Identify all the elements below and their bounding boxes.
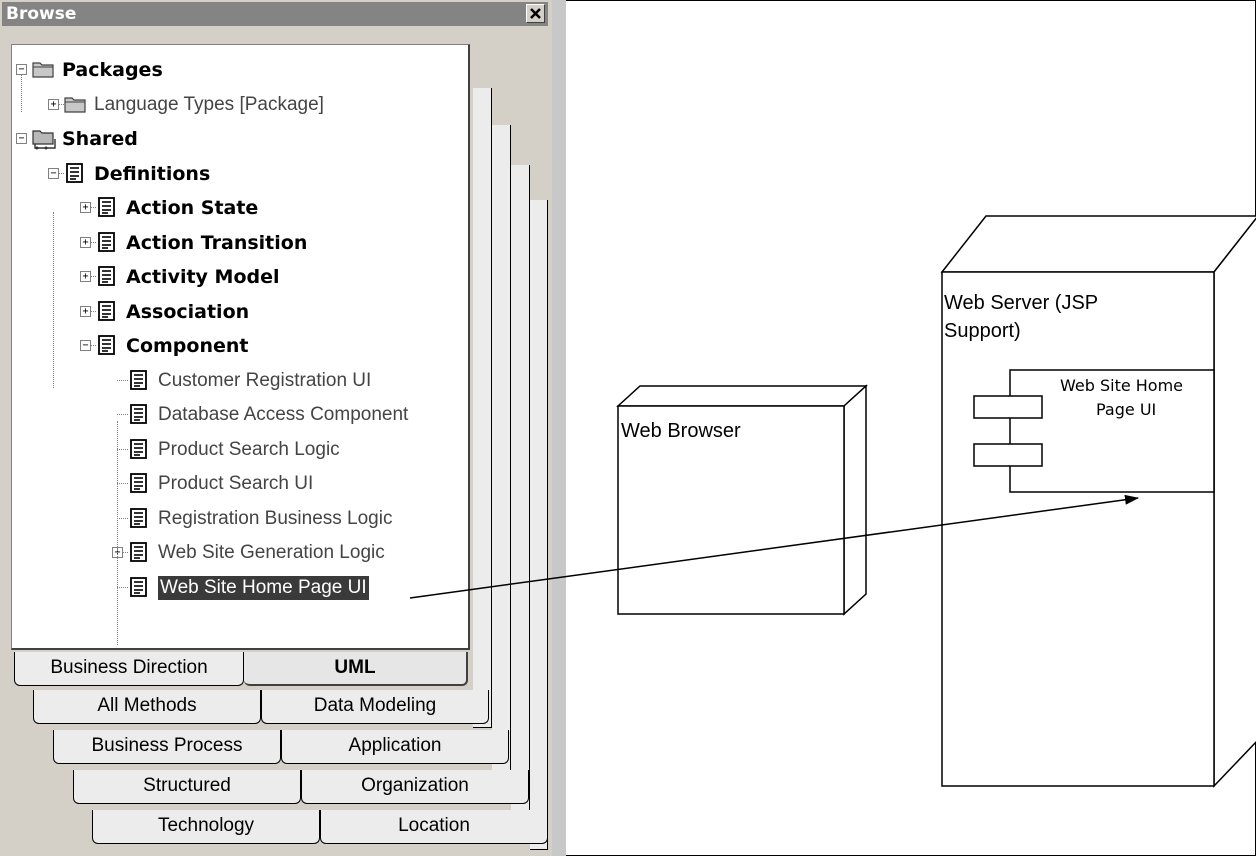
component-label-line2: Page UI (1096, 400, 1157, 419)
tree-item[interactable]: Database Access Component (12, 398, 467, 432)
tree-item[interactable]: Customer Registration UI (12, 364, 467, 398)
tree-item-label: Action State (126, 197, 259, 219)
tree-guide-line (21, 75, 22, 112)
tree-guide-line (53, 212, 54, 388)
tree-item-label: Database Access Component (158, 404, 409, 425)
document-icon (128, 472, 150, 494)
close-button[interactable] (526, 4, 545, 23)
tree-item[interactable]: Registration Business Logic (12, 502, 467, 536)
tree-item[interactable]: − Definitions (12, 157, 467, 191)
expand-icon[interactable]: + (80, 236, 91, 248)
tree-item[interactable]: Web Site Home Page UI (12, 571, 467, 605)
panel-title: Browse (6, 4, 77, 24)
tab-application[interactable]: Application (281, 730, 509, 764)
tab-business-process[interactable]: Business Process (53, 730, 281, 764)
tree-item-label: Component (126, 335, 249, 357)
collapse-icon[interactable]: − (16, 133, 27, 144)
component-label-line1: Web Site Home (1060, 376, 1184, 395)
tree-item[interactable]: − Packages (12, 53, 467, 87)
tree-item-label: Product Search UI (158, 473, 314, 494)
tree-item-label: Language Types [Package] (94, 93, 324, 115)
tree-item[interactable]: + Association (12, 295, 467, 329)
collapse-icon[interactable]: − (80, 340, 91, 351)
panel-titlebar: Browse (2, 2, 548, 26)
tab-location[interactable]: Location (320, 810, 548, 844)
link-arrow (409, 494, 1139, 599)
document-icon (128, 576, 150, 598)
document-icon (128, 438, 150, 460)
panel-splitter[interactable] (552, 0, 566, 856)
tree-item-label: Customer Registration UI (158, 369, 372, 391)
tab-technology[interactable]: Technology (92, 810, 320, 844)
tab-page-back-5 (530, 200, 548, 850)
web-browser-node[interactable] (616, 384, 868, 616)
document-icon (128, 403, 150, 425)
collapse-icon[interactable]: − (16, 64, 27, 75)
tree-connector (117, 586, 128, 588)
folder-icon (32, 58, 54, 80)
tree-item-label: Registration Business Logic (158, 507, 393, 529)
expand-icon[interactable]: + (80, 305, 91, 317)
tab-business-direction[interactable]: Business Direction (14, 652, 244, 686)
tree-item-label: Action Transition (126, 231, 308, 254)
tree-item[interactable]: + Action Transition (12, 226, 467, 260)
web-server-node[interactable] (940, 215, 1256, 788)
document-icon (96, 300, 118, 322)
tree-item-label: Association (126, 300, 250, 323)
tree-connector (117, 379, 128, 381)
tree-item[interactable]: + Activity Model (12, 260, 467, 294)
web-server-label-line1: Web Server (JSP (944, 292, 1099, 314)
tree-item[interactable]: Product Search Logic (12, 433, 467, 467)
expand-icon[interactable]: + (80, 202, 91, 213)
browse-panel: Browse − Packages + Language Types [Package… (0, 0, 553, 856)
document-icon (96, 265, 118, 287)
document-icon (128, 507, 150, 529)
tab-all-methods[interactable]: All Methods (33, 690, 261, 724)
tree-item-label: Shared (62, 128, 138, 150)
tree-item-label: Definitions (94, 162, 211, 185)
web-server-label-line2: Support) (944, 320, 1021, 342)
document-icon (96, 196, 118, 218)
document-icon (128, 541, 150, 563)
document-icon (96, 334, 118, 356)
document-icon (96, 231, 118, 253)
tree-item-label: Web Site Generation Logic (158, 542, 385, 563)
folder-icon (64, 93, 86, 115)
tab-page-back-2 (473, 88, 492, 728)
tree-item-label: Activity Model (126, 266, 280, 288)
collapse-icon[interactable]: − (48, 167, 59, 179)
tree-item[interactable]: Product Search UI (12, 467, 467, 501)
tree-item-label: Packages (62, 59, 163, 81)
tree-item[interactable]: + Language Types [Package] (12, 88, 467, 122)
tree-item-label: Product Search Logic (158, 438, 340, 460)
tab-data-modeling[interactable]: Data Modeling (261, 690, 489, 724)
tree-view[interactable]: − Packages + Language Types [Package] − Share… (11, 44, 470, 650)
tree-connector (117, 414, 128, 415)
document-icon (128, 369, 150, 391)
tree-item[interactable]: + Action State (12, 191, 467, 225)
close-icon (530, 8, 541, 19)
component-web-site-home-page-ui[interactable] (973, 369, 1215, 493)
tree-connector (117, 517, 128, 519)
expand-icon[interactable]: + (48, 98, 59, 110)
tree-item-label: Web Site Home Page UI (158, 575, 369, 600)
tree-connector (117, 448, 128, 450)
tab-organization[interactable]: Organization (301, 770, 529, 804)
tree-item[interactable]: − Component (12, 329, 467, 363)
document-icon (64, 162, 86, 184)
tab-structured[interactable]: Structured (73, 770, 301, 804)
expand-icon[interactable]: + (80, 271, 91, 282)
tab-uml[interactable]: UML (244, 652, 468, 686)
tree-connector (117, 483, 128, 484)
tree-item[interactable]: − Shared (12, 122, 467, 156)
tree-guide-line (117, 421, 118, 645)
web-browser-label: Web Browser (621, 420, 741, 442)
shared-folder-icon (32, 127, 56, 150)
